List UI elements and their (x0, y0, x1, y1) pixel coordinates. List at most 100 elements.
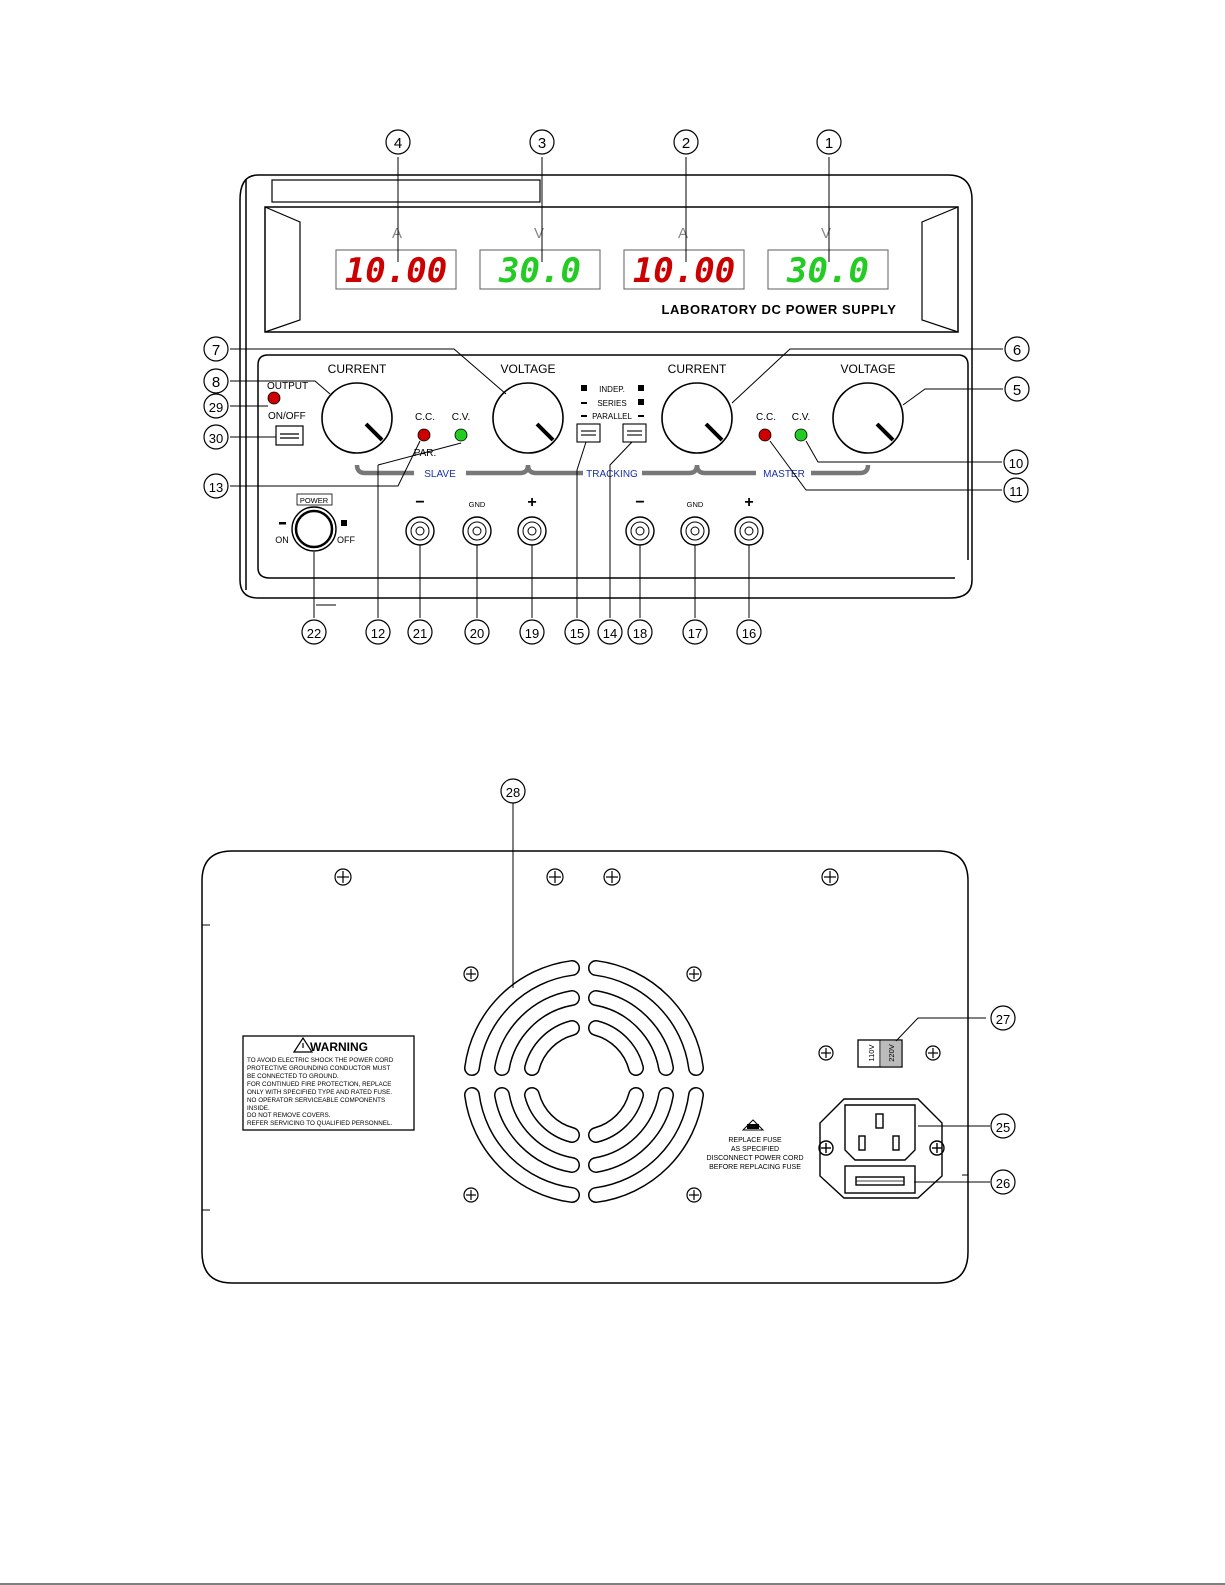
fuse-note-line: BEFORE REPLACING FUSE (709, 1164, 801, 1171)
rear-screws (334, 868, 941, 1203)
warning-icon (292, 1036, 314, 1053)
slave-voltmeter-display: 30.0 (498, 251, 581, 291)
master-section-label: MASTER (763, 469, 805, 480)
screw-icon (463, 966, 479, 982)
master-voltage-knob (832, 382, 904, 454)
slave-cc-label: C.C. (415, 412, 435, 423)
callout-15: 15 (564, 619, 590, 645)
slave-current-knob (321, 382, 393, 454)
screw-icon (925, 1045, 941, 1061)
master-gnd-terminal[interactable] (680, 516, 710, 546)
warning-line: INSIDE. (247, 1105, 270, 1112)
svg-text:7: 7 (212, 342, 220, 359)
slave-gnd-terminal[interactable] (462, 516, 492, 546)
svg-text:5: 5 (1013, 382, 1021, 399)
svg-text:17: 17 (688, 626, 702, 641)
slave-cv-label: C.V. (452, 412, 471, 423)
svg-text:26: 26 (996, 1176, 1010, 1191)
callout-16: 16 (736, 619, 762, 645)
tracking-indicators (581, 385, 644, 417)
unit-label: V (821, 225, 831, 242)
svg-text:8: 8 (212, 374, 220, 391)
master-terminals: − GND + (625, 494, 764, 546)
screw-icon (821, 868, 839, 886)
callout-7: 7 (203, 336, 229, 362)
warning-line: ONLY WITH SPECIFIED TYPE AND RATED FUSE. (247, 1089, 392, 1096)
svg-text:13: 13 (209, 480, 223, 495)
slave-minus-label: − (415, 494, 424, 511)
panel-title: LABORATORY DC POWER SUPPLY (662, 302, 897, 317)
callout-25: 25 (990, 1113, 1016, 1139)
voltage-selector[interactable]: 110V 220V (857, 1039, 903, 1068)
fuse-note-line: DISCONNECT POWER CORD (706, 1155, 803, 1162)
callout-10: 10 (1003, 449, 1029, 475)
ac-power-socket[interactable] (844, 1104, 916, 1161)
slave-plus-label: + (527, 494, 536, 511)
warning-line: PROTECTIVE GROUNDING CONDUCTOR MUST (247, 1065, 390, 1072)
svg-text:14: 14 (603, 626, 617, 641)
warning-text: TO AVOID ELECTRIC SHOCK THE POWER CORD P… (247, 1057, 394, 1127)
callout-30: 30 (203, 424, 229, 450)
warning-line: REFER SERVICING TO QUALIFIED PERSONNEL. (247, 1120, 392, 1127)
series-label: SERIES (597, 399, 626, 408)
output-label: OUTPUT (267, 381, 308, 392)
callout-20: 20 (464, 619, 490, 645)
svg-text:11: 11 (1009, 484, 1023, 499)
warning-line: TO AVOID ELECTRIC SHOCK THE POWER CORD (247, 1057, 394, 1064)
warning-line: DO NOT REMOVE COVERS. (247, 1112, 331, 1119)
svg-text:20: 20 (470, 626, 484, 641)
output-led (267, 391, 281, 405)
master-voltage-label: VOLTAGE (841, 362, 896, 376)
callout-2: 2 (673, 129, 699, 155)
svg-text:6: 6 (1013, 342, 1021, 359)
fuse-note-line: REPLACE FUSE (728, 1137, 782, 1144)
callout-29: 29 (203, 393, 229, 419)
section-bars (354, 464, 871, 476)
fuse-warning-icon (741, 1119, 765, 1131)
tracking-switch-15[interactable] (576, 423, 601, 443)
callout-28: 28 (500, 778, 526, 804)
par-label: PAR. (414, 448, 437, 459)
tracking-switch-14[interactable] (622, 423, 647, 443)
slave-voltage-knob (492, 382, 564, 454)
callout-27: 27 (990, 1005, 1016, 1031)
fuse-holder[interactable] (844, 1165, 916, 1194)
callout-3: 3 (529, 129, 555, 155)
screw-icon (546, 868, 564, 886)
master-current-label: CURRENT (668, 362, 727, 376)
fuse-note-line: AS SPECIFIED (731, 1146, 779, 1153)
warning-label (242, 1035, 415, 1131)
callout-4: 4 (385, 129, 411, 155)
master-cv-led (794, 428, 808, 442)
svg-text:12: 12 (371, 626, 385, 641)
callout-13: 13 (203, 473, 229, 499)
svg-text:21: 21 (413, 626, 427, 641)
callout-22: 22 (301, 619, 327, 645)
svg-text:28: 28 (506, 785, 520, 800)
master-cv-label: C.V. (792, 412, 811, 423)
power-switch[interactable] (291, 506, 337, 552)
unit-label: A (392, 225, 402, 242)
slave-positive-terminal[interactable] (517, 516, 547, 546)
parallel-label: PARALLEL (592, 412, 632, 421)
callout-5: 5 (1004, 376, 1030, 402)
power-label: POWER (300, 496, 329, 505)
svg-text:15: 15 (570, 626, 584, 641)
unit-label: V (534, 225, 544, 242)
warning-title: WARNING (310, 1040, 368, 1054)
callout-18: 18 (627, 619, 653, 645)
svg-text:4: 4 (394, 135, 402, 152)
screw-icon (463, 1187, 479, 1203)
output-switch[interactable] (275, 425, 304, 446)
screw-icon (603, 868, 621, 886)
svg-text:27: 27 (996, 1012, 1010, 1027)
slave-negative-terminal[interactable] (405, 516, 435, 546)
master-negative-terminal[interactable] (625, 516, 655, 546)
callout-6: 6 (1004, 336, 1030, 362)
master-positive-terminal[interactable] (734, 516, 764, 546)
warning-line: BE CONNECTED TO GROUND. (247, 1073, 339, 1080)
power-on-label: ON (275, 535, 289, 545)
svg-text:18: 18 (633, 626, 647, 641)
svg-text:30: 30 (209, 431, 223, 446)
